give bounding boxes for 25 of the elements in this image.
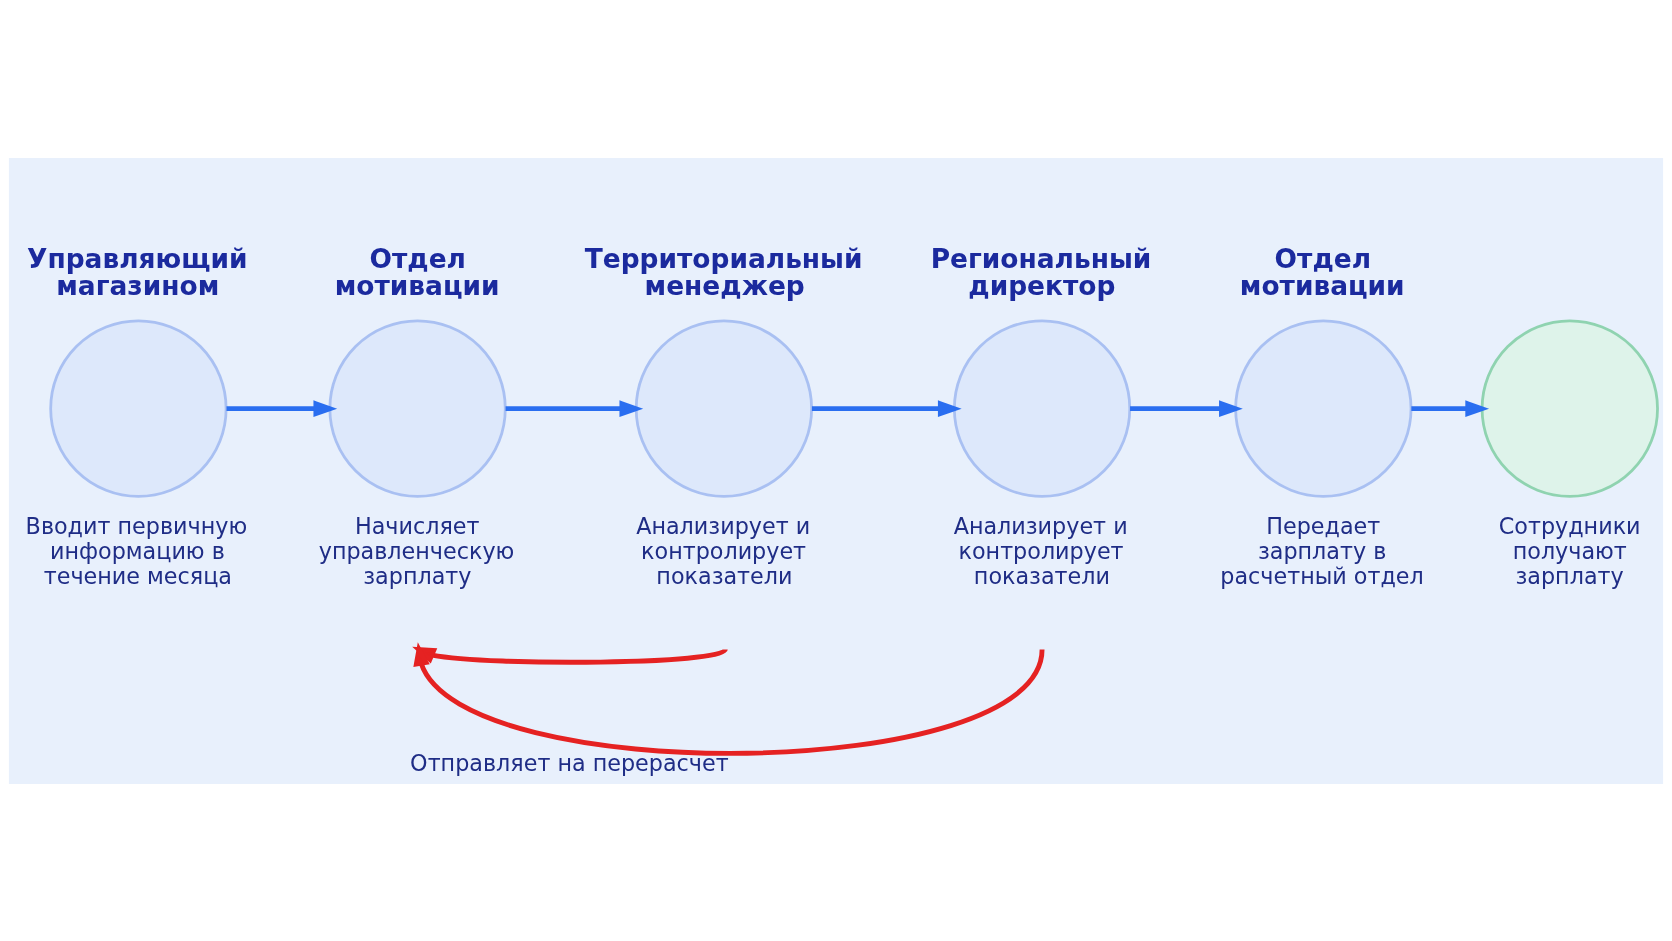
arrow bbox=[1130, 399, 1243, 417]
node-label: Сотрудники получают зарплату bbox=[1498, 512, 1641, 589]
node-circle bbox=[49, 319, 228, 498]
edge-label: Отправляет на перерасчет bbox=[410, 749, 729, 776]
arrow bbox=[1411, 399, 1490, 417]
node-circle bbox=[952, 319, 1132, 498]
node-label: Вводит первичную информацию в течение месяца bbox=[25, 512, 248, 589]
node-label: Начисляет управленческую зарплату bbox=[318, 512, 515, 589]
node-label: Отдел мотивации bbox=[334, 242, 500, 301]
node-circle bbox=[634, 319, 813, 498]
node-label: Управляющий магазином bbox=[27, 242, 248, 301]
node-circle bbox=[1234, 319, 1413, 498]
arrow bbox=[505, 399, 644, 417]
node-label: Региональный директор bbox=[930, 242, 1152, 301]
node-circle bbox=[1480, 319, 1659, 498]
arrow bbox=[226, 399, 338, 417]
arrow bbox=[413, 641, 1045, 756]
node-label: Территориальный менеджер bbox=[584, 242, 863, 301]
arrow bbox=[412, 646, 727, 665]
arrow bbox=[811, 399, 962, 417]
node-label: Анализирует и контролирует показатели bbox=[953, 512, 1128, 589]
node-label: Анализирует и контролирует показатели bbox=[636, 512, 811, 589]
node-circle bbox=[328, 319, 507, 498]
node-label: Передает зарплату в расчетный отдел bbox=[1220, 512, 1424, 589]
node-label: Отдел мотивации bbox=[1239, 242, 1405, 301]
